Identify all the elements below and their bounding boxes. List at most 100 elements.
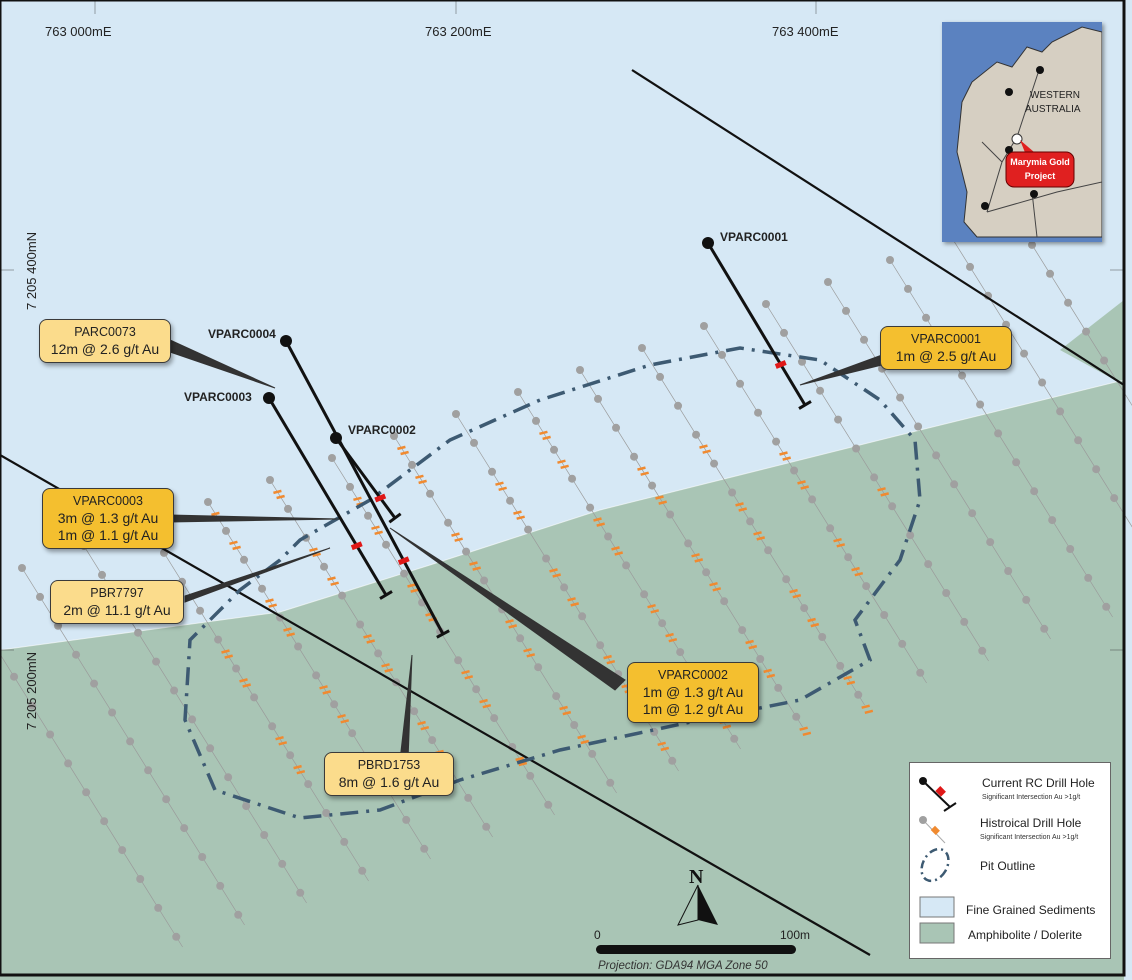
historic-intercept [495, 481, 504, 486]
historic-collar [1092, 465, 1101, 474]
historic-collar [932, 451, 941, 460]
historic-intercept [699, 444, 708, 449]
historic-intercept [415, 474, 424, 480]
historic-collar [72, 650, 81, 659]
historic-collar [364, 511, 373, 520]
historic-collar [470, 438, 479, 447]
historic-collar [1028, 240, 1037, 249]
historic-intercept [797, 480, 806, 485]
historic-intercept [570, 602, 580, 607]
historic-intercept [283, 627, 292, 632]
historic-intercept [221, 649, 230, 654]
historic-intercept [549, 568, 558, 573]
historic-intercept [593, 517, 602, 522]
historic-collar [718, 350, 727, 359]
historic-intercept [657, 741, 666, 747]
historic-collar [692, 430, 701, 439]
historic-intercept [381, 663, 390, 668]
collar-label: VPARC0004 [208, 327, 276, 341]
historic-intercept [836, 543, 846, 548]
historic-collar [524, 525, 533, 534]
historic-collar [100, 817, 109, 826]
historic-collar [976, 400, 985, 409]
current-hole-end [436, 629, 450, 639]
historic-intercept [479, 698, 488, 704]
historic-collar [266, 476, 274, 484]
historic-collar [108, 708, 117, 717]
historic-intercept [330, 581, 339, 586]
historic-collar [542, 554, 551, 563]
historic-collar [942, 589, 951, 597]
pit-outline [183, 346, 922, 820]
historic-intercept [753, 531, 762, 536]
historic-collar [462, 547, 471, 556]
historic-collar [1084, 573, 1093, 582]
current-hole-trace [284, 340, 445, 635]
historic-collar [896, 393, 905, 402]
historic-collar [144, 766, 153, 775]
historic-intercept [557, 459, 566, 464]
current-hole-end [388, 512, 402, 524]
historic-collar [648, 481, 657, 490]
historic-intercept [562, 710, 572, 716]
historic-collar [482, 822, 491, 831]
historic-intercept [691, 553, 700, 558]
historic-collar [1012, 458, 1021, 467]
historic-intercept [668, 637, 678, 643]
historic-collar [118, 846, 127, 855]
amphibolite-swatch [919, 922, 955, 944]
historic-collar [870, 473, 879, 482]
historic-intercept [560, 464, 569, 470]
historic-collar [514, 388, 522, 396]
historic-collar [10, 672, 19, 681]
historic-collar [516, 634, 525, 643]
historic-collar [358, 866, 367, 875]
historic-collar [426, 489, 435, 498]
historic-collar [296, 888, 305, 897]
historic-collar [294, 642, 303, 651]
historic-collar [674, 401, 683, 410]
historic-collar [550, 445, 559, 454]
historic-collar [198, 853, 207, 861]
inset-region-label: WESTERN [1030, 90, 1080, 101]
historic-collar [28, 701, 37, 710]
amphibolite-area-ne [1060, 300, 1124, 385]
historic-intercept [702, 449, 711, 454]
legend-historic-sub: Significant Intersection Au >1g/t [980, 834, 1079, 841]
historic-collar [410, 707, 419, 716]
historic-collar [852, 444, 861, 453]
historic-collar [216, 881, 225, 890]
historic-intercept [756, 536, 766, 541]
historic-collar [604, 532, 613, 541]
wa-map [956, 26, 1102, 238]
historic-collar [390, 432, 398, 440]
historic-intercept [296, 769, 306, 775]
historic-collar [1030, 487, 1039, 496]
legend-pit: Pit Outline [980, 859, 1036, 873]
historic-collar [454, 656, 463, 665]
historic-collar [374, 649, 383, 658]
historic-intercept [542, 435, 551, 441]
historic-collar [986, 538, 995, 547]
amphibolite-area [0, 380, 1124, 980]
current-intercept [374, 493, 387, 503]
historic-collar [286, 751, 295, 760]
historic-collar [154, 903, 163, 912]
historic-intercept [640, 471, 649, 476]
historic-collar [886, 256, 894, 264]
historic-intercept [410, 588, 419, 593]
historic-collar [320, 562, 329, 571]
historic-intercept [400, 450, 409, 456]
collar-label: VPARC0001 [720, 230, 788, 244]
historic-collar [834, 415, 843, 424]
historic-collar [924, 560, 933, 569]
historic-intercept [278, 741, 288, 746]
historic-collar [544, 800, 553, 809]
historic-collar [720, 597, 729, 606]
historic-collar [1022, 595, 1031, 604]
historic-intercept [833, 537, 842, 543]
historic-intercept [779, 451, 788, 456]
historic-intercept [469, 561, 478, 566]
